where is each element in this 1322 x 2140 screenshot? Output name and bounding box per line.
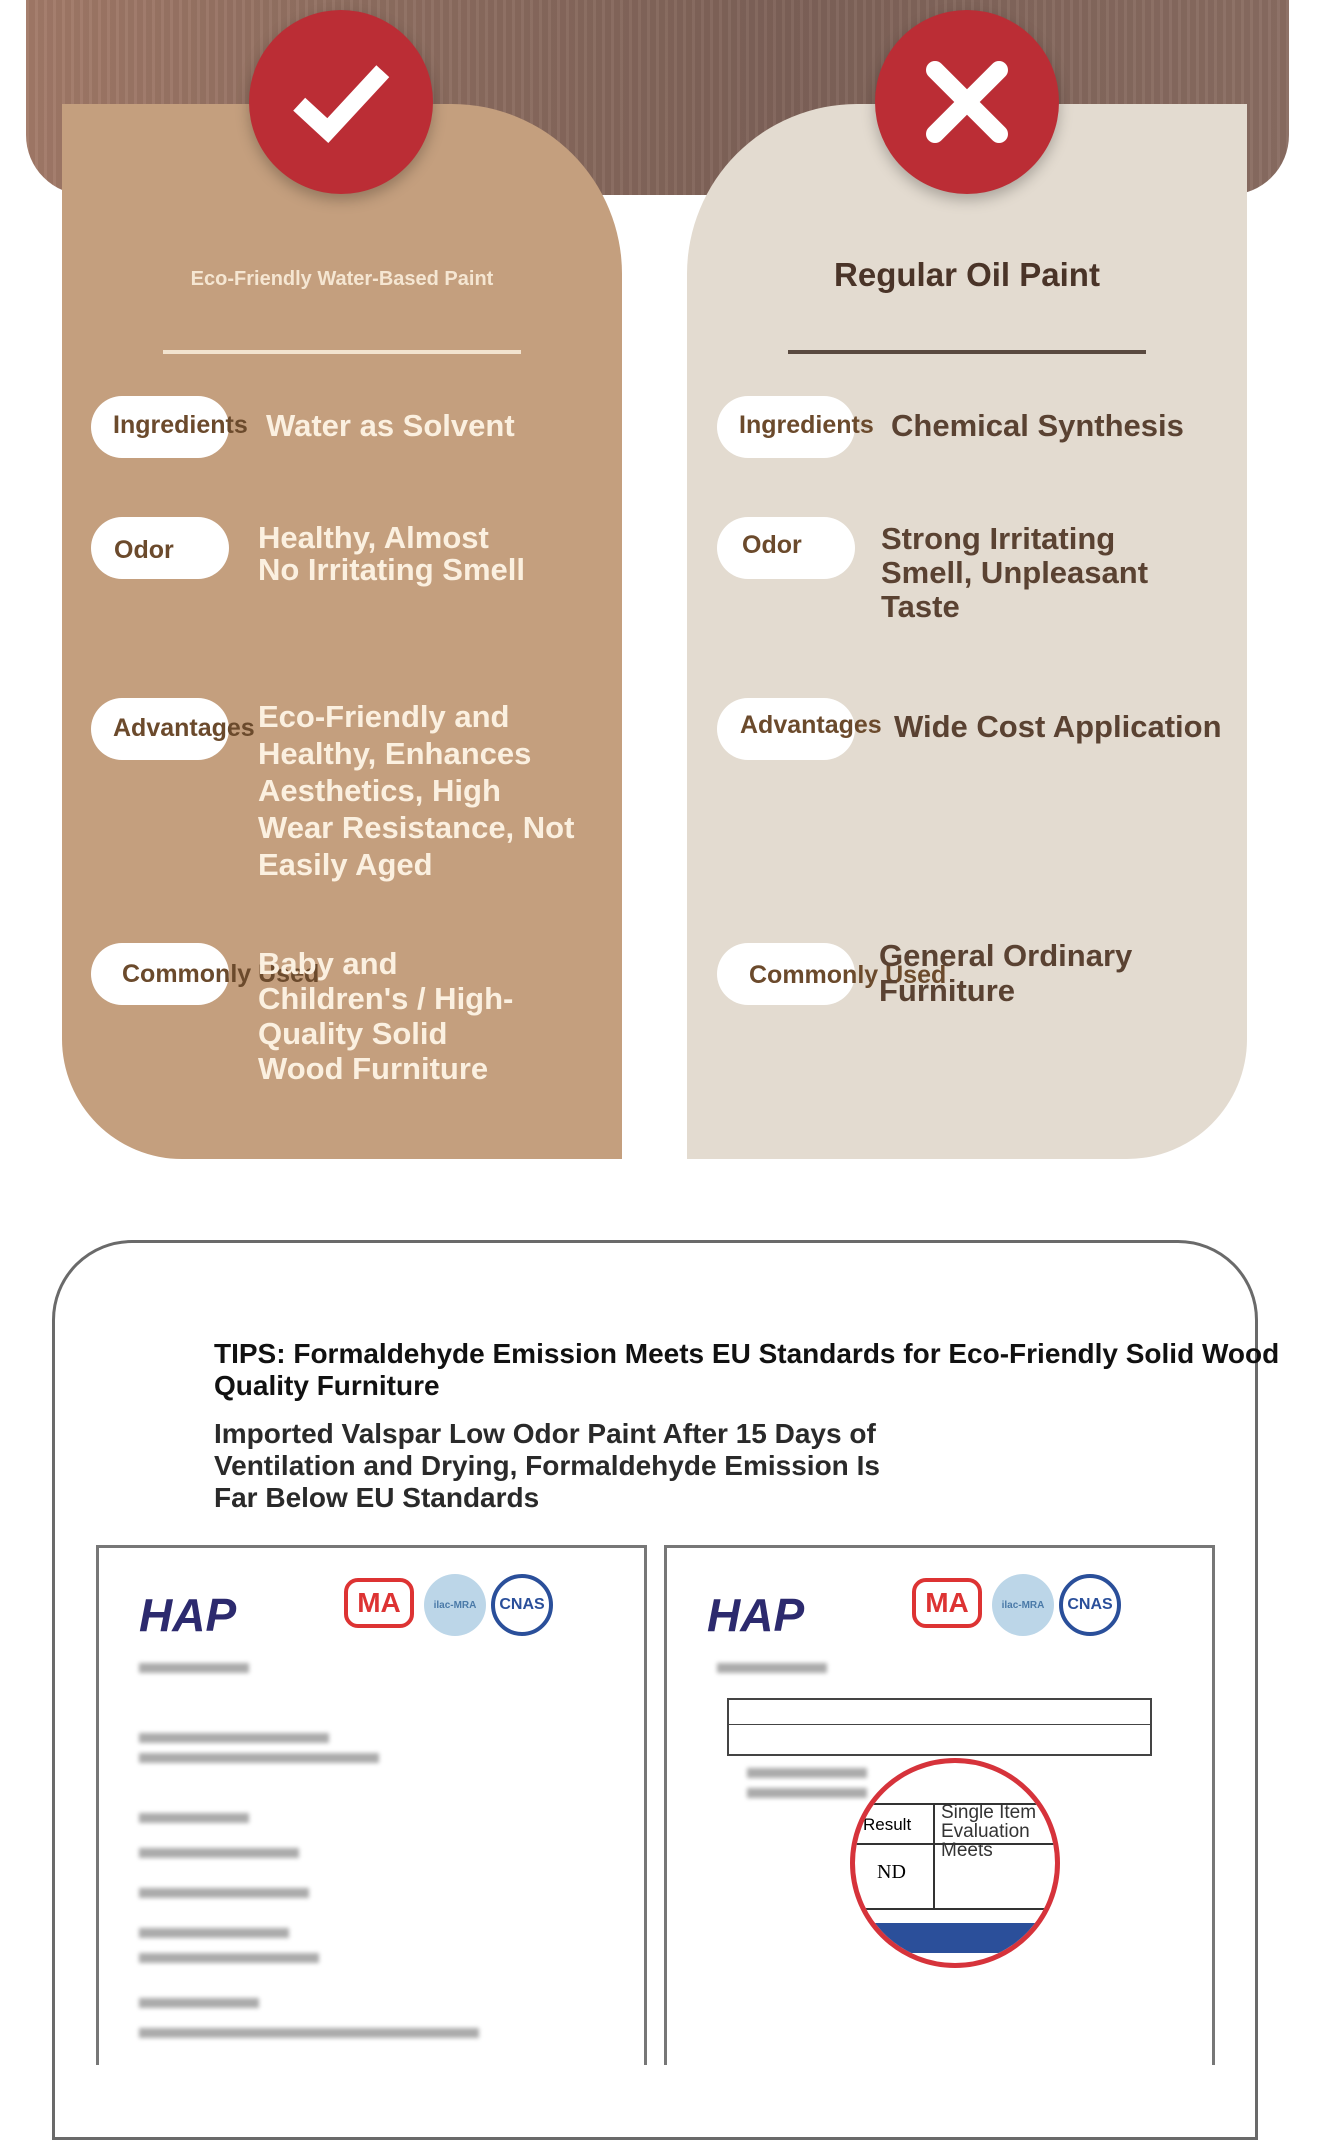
row-label: Odor — [114, 536, 174, 564]
row-value: Eco-Friendly and Healthy, Enhances Aesth… — [258, 699, 575, 882]
pill — [91, 517, 229, 579]
pill — [717, 943, 855, 1005]
blurred-text — [747, 1788, 867, 1798]
row-label: Advantages — [740, 711, 882, 739]
blurred-text — [717, 1663, 827, 1673]
blurred-text — [139, 1888, 309, 1898]
pill — [717, 517, 855, 579]
row-value: Wide Cost Application — [894, 709, 1222, 744]
cma-logo: MA — [912, 1578, 982, 1628]
row-label: Ingredients — [739, 411, 874, 439]
evaluation-text: Single Item Evaluation Meets — [941, 1802, 1037, 1861]
pill — [717, 698, 855, 760]
blurred-text — [139, 1953, 319, 1963]
ilac-logo: ilac-MRA — [424, 1574, 486, 1636]
test-report-page-1: HAP MA ilac-MRA CNAS — [96, 1545, 647, 2065]
ilac-logo: ilac-MRA — [992, 1574, 1054, 1636]
row-label: Commonly Used — [122, 960, 320, 988]
row-value: Healthy, Almost No Irritating Smell — [258, 520, 525, 587]
row-value: Water as Solvent — [266, 408, 515, 443]
blurred-text — [139, 1848, 299, 1858]
blurred-text — [139, 1663, 249, 1673]
tips-headline: TIPS: Formaldehyde Emission Meets EU Sta… — [214, 1338, 1280, 1401]
hap-logo: HAP — [139, 1589, 237, 1641]
pill — [91, 943, 229, 1005]
test-report-page-3: HAP MA ilac-MRA CNAS Result ND Single It… — [664, 1545, 1215, 2065]
divider — [163, 350, 521, 354]
row-value: Strong Irritating Smell, Unpleasant Tast… — [881, 521, 1149, 624]
row-label: Odor — [742, 531, 802, 559]
card-title: Eco-Friendly Water-Based Paint — [190, 268, 494, 290]
result-value: ND — [877, 1861, 906, 1883]
cnas-logo: CNAS — [491, 1574, 553, 1636]
blurred-text — [747, 1768, 867, 1778]
results-table — [727, 1698, 1152, 1756]
pill — [717, 396, 855, 458]
row-label: Advantages — [113, 714, 255, 742]
row-value: Chemical Synthesis — [891, 408, 1184, 443]
blurred-text — [139, 2028, 479, 2038]
result-label: Result — [863, 1815, 912, 1834]
divider — [788, 350, 1146, 354]
blurred-text — [139, 1813, 249, 1823]
blurred-text — [139, 1753, 379, 1763]
blurred-text — [139, 1998, 259, 2008]
cma-logo: MA — [344, 1578, 414, 1628]
x-icon — [875, 10, 1059, 194]
row-value: Baby and Children's / High-Quality Solid… — [258, 946, 514, 1086]
cnas-logo: CNAS — [1059, 1574, 1121, 1636]
row-label: Commonly Used — [749, 961, 947, 989]
hap-logo: HAP — [707, 1589, 805, 1641]
pill — [91, 698, 229, 760]
row-value: General Ordinary Furniture — [879, 938, 1133, 1008]
check-icon — [249, 10, 433, 194]
pill — [91, 396, 229, 458]
tips-subline: Imported Valspar Low Odor Paint After 15… — [214, 1418, 880, 1513]
card-title: Regular Oil Paint — [834, 256, 1100, 293]
blurred-text — [139, 1733, 329, 1743]
row-label: Ingredients — [113, 411, 248, 439]
magnifier: Result ND Single Item Evaluation Meets — [850, 1758, 1060, 1968]
blurred-text — [139, 1928, 289, 1938]
